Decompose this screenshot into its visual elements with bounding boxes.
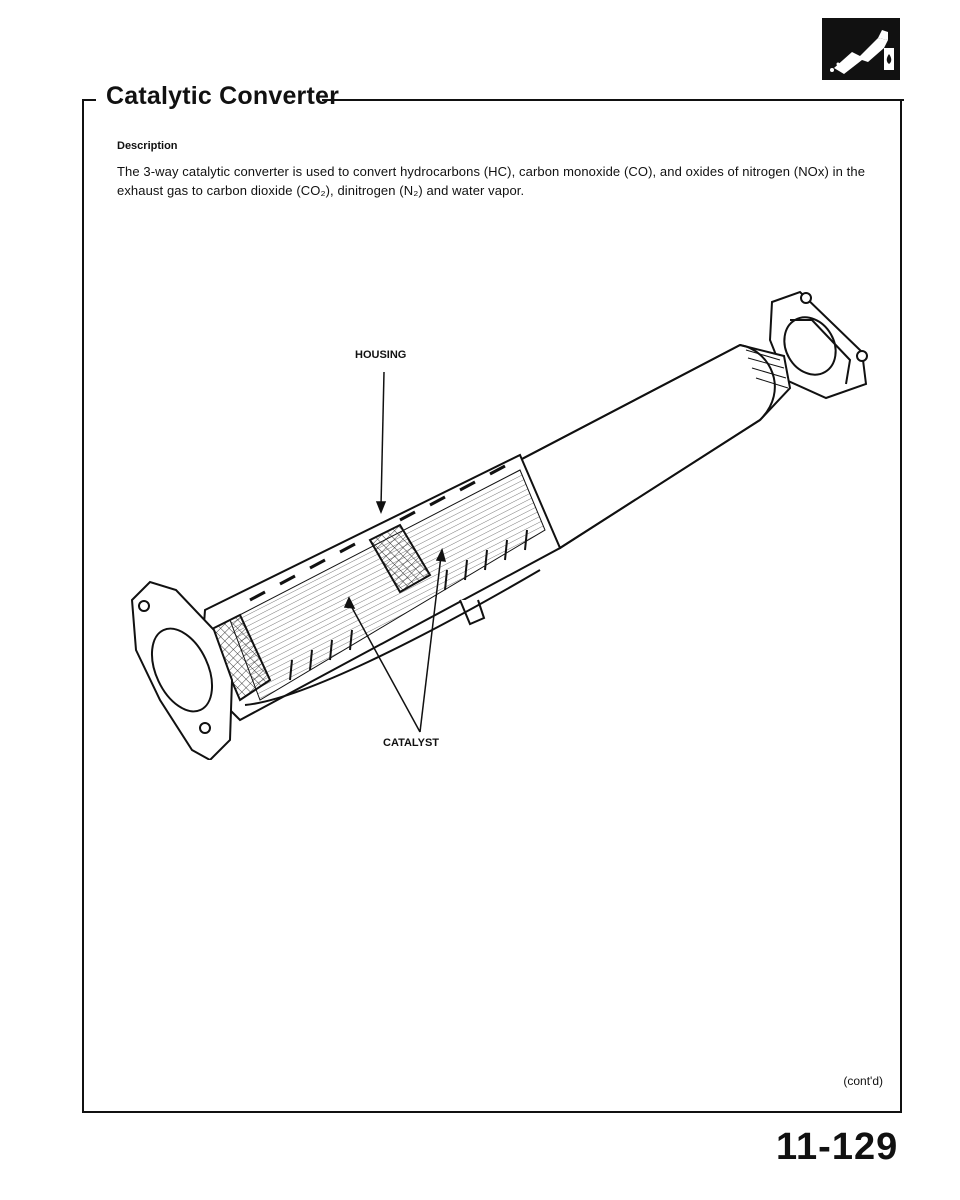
callout-catalyst: CATALYST xyxy=(383,737,440,749)
page-number: 11-129 xyxy=(776,1126,899,1168)
cutaway-section xyxy=(198,453,562,722)
heading-rule-left xyxy=(82,99,96,101)
page-title: Catalytic Converter xyxy=(106,82,340,110)
continued-note: (cont'd) xyxy=(843,1074,883,1088)
callout-leaders xyxy=(343,371,447,733)
front-flange xyxy=(130,580,234,760)
section-label: Description xyxy=(117,140,178,152)
converter-body xyxy=(518,343,792,550)
rear-flange xyxy=(768,290,868,400)
frame-left-edge xyxy=(82,99,84,1113)
heading-rule-right xyxy=(322,99,904,101)
page-frame xyxy=(82,99,902,1113)
fuel-nozzle-icon xyxy=(822,18,900,80)
description-text: The 3-way catalytic converter is used to… xyxy=(117,164,866,198)
callout-housing: HOUSING xyxy=(355,349,407,361)
catalytic-converter-illustration xyxy=(130,290,868,760)
